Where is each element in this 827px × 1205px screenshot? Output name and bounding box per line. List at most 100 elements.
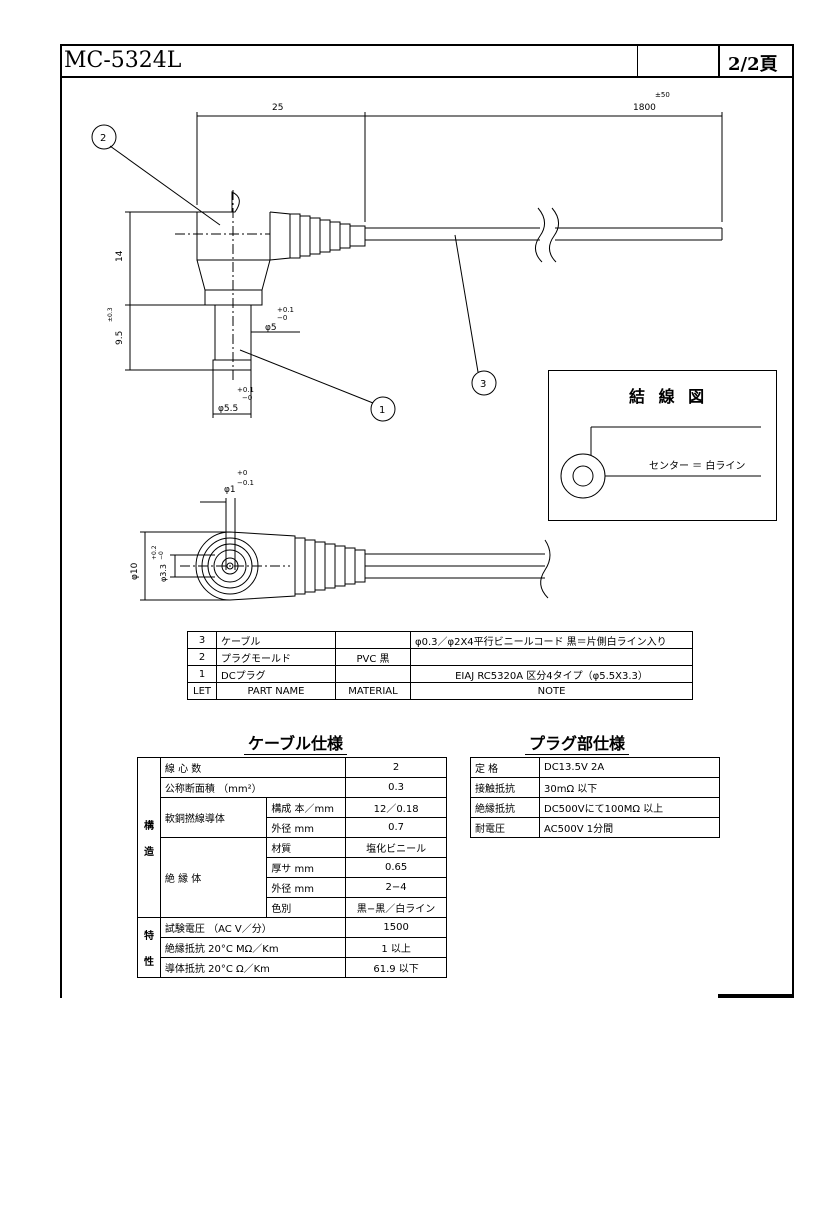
wiring-diagram: 結 線 図 センター ＝ 白ライン <box>548 370 777 521</box>
spec-label: 絶縁抵抗 <box>470 797 540 818</box>
table-row: 絶 縁 体 材質 塩化ビニール <box>138 837 447 918</box>
spec-value: 1 以上 <box>345 937 447 958</box>
dimension-phi5-5-tol-plus: +0.1 <box>237 386 254 394</box>
column-header: LET <box>187 682 217 700</box>
spec-value: DC500Vにて100MΩ 以上 <box>539 797 720 818</box>
part-name: ケーブル <box>216 631 336 649</box>
dimension-phi1-tol-minus: −0.1 <box>237 479 254 487</box>
spec-label: 色別 <box>266 897 347 918</box>
table-row: 導体抵抗 20°C Ω／Km 61.9 以下 <box>138 957 447 978</box>
spec-label: 外径 mm <box>266 817 347 838</box>
plug-spec-title: プラグ部仕様 <box>525 730 630 755</box>
table-row: 外径 mm 2−4 <box>138 877 447 898</box>
cable-spec-table: 構 造 線 心 数 2 公称断面積 （mm²） 0.3 軟銅撚線導体 構成 本／… <box>137 757 447 978</box>
spec-label: 厚サ mm <box>266 857 347 878</box>
part-note <box>410 648 693 666</box>
wiring-symbol <box>560 426 761 499</box>
table-row: 絶縁抵抗 20°C MΩ／Km 1 以上 <box>138 937 447 958</box>
dimension-phi10: φ10 <box>130 562 140 580</box>
part-name: DCプラグ <box>216 665 336 683</box>
spec-value: 0.7 <box>345 817 447 838</box>
parts-table: 3 ケーブル φ0.3／φ2X4平行ビニールコード 黒＝片側白ライン入り 2 プ… <box>187 631 693 700</box>
table-header-row: LET PART NAME MATERIAL NOTE <box>187 682 693 700</box>
dimension-9-5-tolerance: ±0.3 <box>107 307 114 322</box>
dimension-phi5-tol-minus: −0 <box>277 314 287 322</box>
dimension-phi5-5-tol-minus: −0 <box>242 394 252 402</box>
group-label: 特 性 <box>137 917 161 978</box>
spec-label: 外径 mm <box>266 877 347 898</box>
part-material <box>335 631 411 649</box>
dimension-phi1-tol-plus: +0 <box>237 469 247 477</box>
spec-value: 0.3 <box>345 777 447 798</box>
part-name: プラグモールド <box>216 648 336 666</box>
table-row: 2 プラグモールド PVC 黒 <box>187 648 693 666</box>
table-row: 外径 mm 0.7 <box>138 817 447 838</box>
spec-label: 導体抵抗 20°C Ω／Km <box>159 957 347 978</box>
spec-label: 材質 <box>266 837 347 858</box>
part-note: EIAJ RC5320A 区分4タイプ（φ5.5X3.3） <box>410 665 693 683</box>
group-label: 構 造 <box>137 757 161 918</box>
spec-value: 30mΩ 以下 <box>539 777 720 798</box>
table-row: 絶縁抵抗 DC500Vにて100MΩ 以上 <box>470 797 720 818</box>
balloon-3: 3 <box>480 379 486 390</box>
column-header: MATERIAL <box>335 682 411 700</box>
dimension-phi5-tol-plus: +0.1 <box>277 306 294 314</box>
title-divider <box>718 44 720 78</box>
plug-drawing: 25 1800 ±50 14 9.5 ±0.3 φ5 +0.1 −0 φ5.5 … <box>91 91 723 601</box>
table-row: 軟銅撚線導体 構成 本／mm 12／0.18 <box>138 797 447 838</box>
dimension-phi5-5: φ5.5 <box>218 404 238 414</box>
spec-value: 2 <box>345 757 447 778</box>
plug-spec-table: 定 格 DC13.5V 2A 接触抵抗 30mΩ 以下 絶縁抵抗 DC500Vに… <box>470 757 720 838</box>
spec-label: 耐電圧 <box>470 817 540 838</box>
spec-label: 軟銅撚線導体 <box>159 797 268 838</box>
table-row: 3 ケーブル φ0.3／φ2X4平行ビニールコード 黒＝片側白ライン入り <box>187 631 693 649</box>
dimension-25: 25 <box>272 103 283 113</box>
table-row: 1 DCプラグ EIAJ RC5320A 区分4タイプ（φ5.5X3.3） <box>187 665 693 683</box>
part-note: φ0.3／φ2X4平行ビニールコード 黒＝片側白ライン入り <box>410 631 693 649</box>
spec-label: 線 心 数 <box>159 757 347 778</box>
balloon-1: 1 <box>379 405 385 416</box>
spec-value: 黒−黒／白ライン <box>345 897 447 918</box>
spec-value: DC13.5V 2A <box>539 757 720 778</box>
spec-value: 1500 <box>345 917 447 938</box>
dimension-phi5: φ5 <box>265 323 277 333</box>
dimension-1800-tolerance: ±50 <box>655 91 670 99</box>
spec-label: 絶縁抵抗 20°C MΩ／Km <box>159 937 347 958</box>
table-row: 厚サ mm 0.65 <box>138 857 447 878</box>
frame-corner-mark <box>718 994 794 998</box>
part-material <box>335 665 411 683</box>
document-number: MC-5324L <box>64 48 182 73</box>
spec-value: 61.9 以下 <box>345 957 447 978</box>
column-header: NOTE <box>410 682 693 700</box>
spec-label: 試験電圧 （AC V／分） <box>159 917 347 938</box>
balloon-2: 2 <box>100 133 106 144</box>
table-row: 接触抵抗 30mΩ 以下 <box>470 777 720 798</box>
spec-value: 0.65 <box>345 857 447 878</box>
dimension-9-5: 9.5 <box>115 331 125 345</box>
spec-label: 構成 本／mm <box>266 797 347 818</box>
wiring-title: 結 線 図 <box>629 387 709 406</box>
title-block <box>60 44 794 78</box>
page-number: 2/2頁 <box>728 54 778 75</box>
table-row: 色別 黒−黒／白ライン <box>138 897 447 918</box>
dimension-phi3-3-tol-minus: −0 <box>158 551 165 560</box>
table-row: 公称断面積 （mm²） 0.3 <box>138 777 447 798</box>
spec-label: 絶 縁 体 <box>159 837 268 918</box>
dimension-phi3-3-tol-plus: +0.2 <box>151 545 158 560</box>
wiring-label: センター ＝ 白ライン <box>649 461 746 472</box>
title-divider <box>637 44 638 78</box>
table-row: 特 性 試験電圧 （AC V／分） 1500 <box>137 917 447 978</box>
spec-value: 12／0.18 <box>345 797 447 818</box>
dimension-phi1: φ1 <box>224 485 236 495</box>
part-no: 1 <box>187 665 217 683</box>
table-row: 定 格 DC13.5V 2A <box>470 757 720 778</box>
part-material: PVC 黒 <box>335 648 411 666</box>
spec-label: 接触抵抗 <box>470 777 540 798</box>
table-row: 耐電圧 AC500V 1分間 <box>470 817 720 838</box>
cable-spec-title: ケーブル仕様 <box>244 730 348 755</box>
spec-value: AC500V 1分間 <box>539 817 720 838</box>
part-no: 3 <box>187 631 217 649</box>
spec-label: 定 格 <box>470 757 540 778</box>
dimension-1800: 1800 <box>633 103 656 113</box>
column-header: PART NAME <box>216 682 336 700</box>
